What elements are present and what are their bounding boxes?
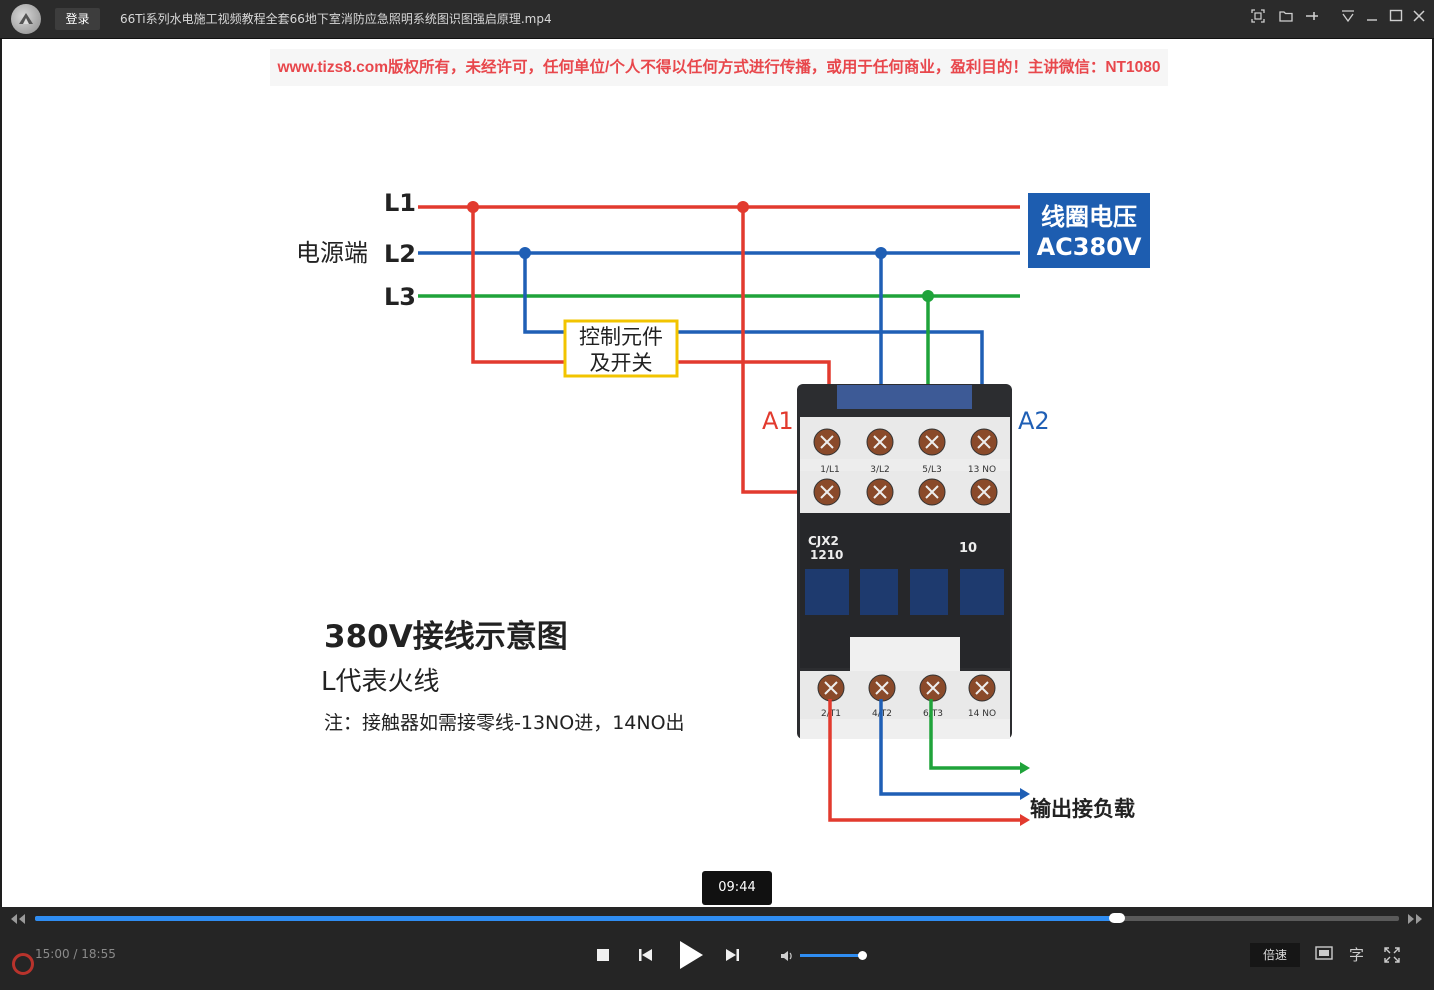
diagram-note: 注：接触器如需接零线-13NO进，14NO出	[324, 712, 685, 734]
watermark-text: www.tizs8.com版权所有，未经许可，任何单位/个人不得以任何方式进行传…	[270, 49, 1168, 86]
progress-bar[interactable]	[35, 913, 1399, 923]
fast-forward-icon[interactable]	[1406, 911, 1424, 930]
volume-handle[interactable]	[858, 951, 867, 960]
control-element-box	[563, 319, 679, 378]
folder-icon[interactable]	[1278, 8, 1298, 28]
screenshot-icon[interactable]	[1250, 8, 1270, 28]
play-icon[interactable]	[678, 940, 704, 974]
terminal-label: 14 NO	[968, 709, 996, 719]
terminal-label: 13 NO	[968, 465, 996, 475]
terminal-label: 3/L2	[870, 465, 890, 475]
minimize-icon[interactable]	[1364, 8, 1384, 28]
junction-dot	[875, 247, 887, 259]
login-button[interactable]: 登录	[55, 8, 100, 30]
l3-label: L3	[384, 283, 416, 311]
arrow-icon	[1020, 762, 1030, 774]
junction-dot	[922, 290, 934, 302]
loading-spinner-icon	[12, 953, 34, 975]
l2-label: L2	[384, 240, 416, 268]
red-branch-wire	[471, 207, 565, 364]
previous-icon[interactable]	[638, 947, 654, 967]
output-load-label: 输出接负载	[1030, 797, 1135, 821]
green-output-wire	[929, 699, 1022, 770]
model-side-label: 10	[959, 541, 977, 556]
terminal-label: 1/L1	[820, 465, 840, 475]
diagram-subheading: L代表火线	[321, 667, 440, 697]
red-output-wire	[828, 699, 1022, 822]
blue-output-wire	[879, 699, 1022, 796]
next-icon[interactable]	[724, 947, 740, 967]
playback-time: 15:00 / 18:55	[35, 947, 116, 961]
wiring-diagram: L1 L2 L3 电源端 线圈电压 AC380V 控制元件 及开关	[296, 189, 1150, 826]
arrow-icon	[1020, 788, 1030, 800]
pip-icon[interactable]	[1315, 946, 1333, 966]
arrow-icon	[1020, 814, 1030, 826]
menu-icon[interactable]	[1340, 8, 1360, 28]
power-source-label: 电源端	[296, 239, 368, 267]
control-element-line1: 控制元件	[579, 325, 663, 349]
window-title: 66Ti系列水电施工视频教程全套66地下室消防应急照明系统图识图强启原理.mp4	[120, 12, 552, 26]
rewind-icon[interactable]	[9, 911, 27, 930]
maximize-icon[interactable]	[1388, 8, 1408, 28]
progress-fill	[35, 916, 1117, 921]
player-controls: 15:00 / 18:55 倍速 字	[0, 907, 1434, 990]
progress-handle[interactable]	[1108, 913, 1125, 923]
diagram-heading: 380V接线示意图	[324, 619, 568, 655]
close-icon[interactable]	[1411, 8, 1431, 28]
a1-label: A1	[762, 407, 794, 435]
playback-speed-button[interactable]: 倍速	[1250, 943, 1300, 967]
app-logo-icon[interactable]	[11, 4, 41, 34]
video-frame[interactable]: L1 L2 L3 电源端 线圈电压 AC380V 控制元件 及开关	[2, 39, 1432, 907]
subtitle-button[interactable]: 字	[1349, 946, 1365, 964]
seek-tooltip: 09:44	[702, 871, 772, 905]
junction-dot	[737, 201, 749, 213]
coil-voltage-box	[1028, 193, 1150, 268]
title-bar: 登录 66Ti系列水电施工视频教程全套66地下室消防应急照明系统图识图强启原理.…	[0, 0, 1434, 39]
coil-voltage-title: 线圈电压	[1041, 203, 1137, 231]
model-label: 1210	[810, 548, 843, 562]
terminal-label: 6/T3	[923, 709, 943, 719]
volume-slider[interactable]	[800, 954, 862, 957]
model-label: CJX2	[808, 534, 839, 548]
terminal-label: 5/L3	[922, 465, 942, 475]
junction-dot	[519, 247, 531, 259]
l1-label: L1	[384, 189, 416, 217]
coil-voltage-value: AC380V	[1037, 233, 1142, 261]
blue-branch-wire	[523, 253, 565, 334]
control-element-line2: 及开关	[590, 351, 653, 375]
junction-dot	[467, 201, 479, 213]
contactor: 1/L1 3/L2 5/L3 13 NO 2/T1 4/T2 6/T3 14 N…	[797, 384, 1012, 739]
pin-icon[interactable]	[1304, 8, 1324, 28]
stop-icon[interactable]	[596, 947, 610, 966]
fullscreen-icon[interactable]	[1383, 946, 1401, 968]
volume-icon[interactable]	[780, 948, 794, 967]
a2-label: A2	[1018, 407, 1050, 435]
